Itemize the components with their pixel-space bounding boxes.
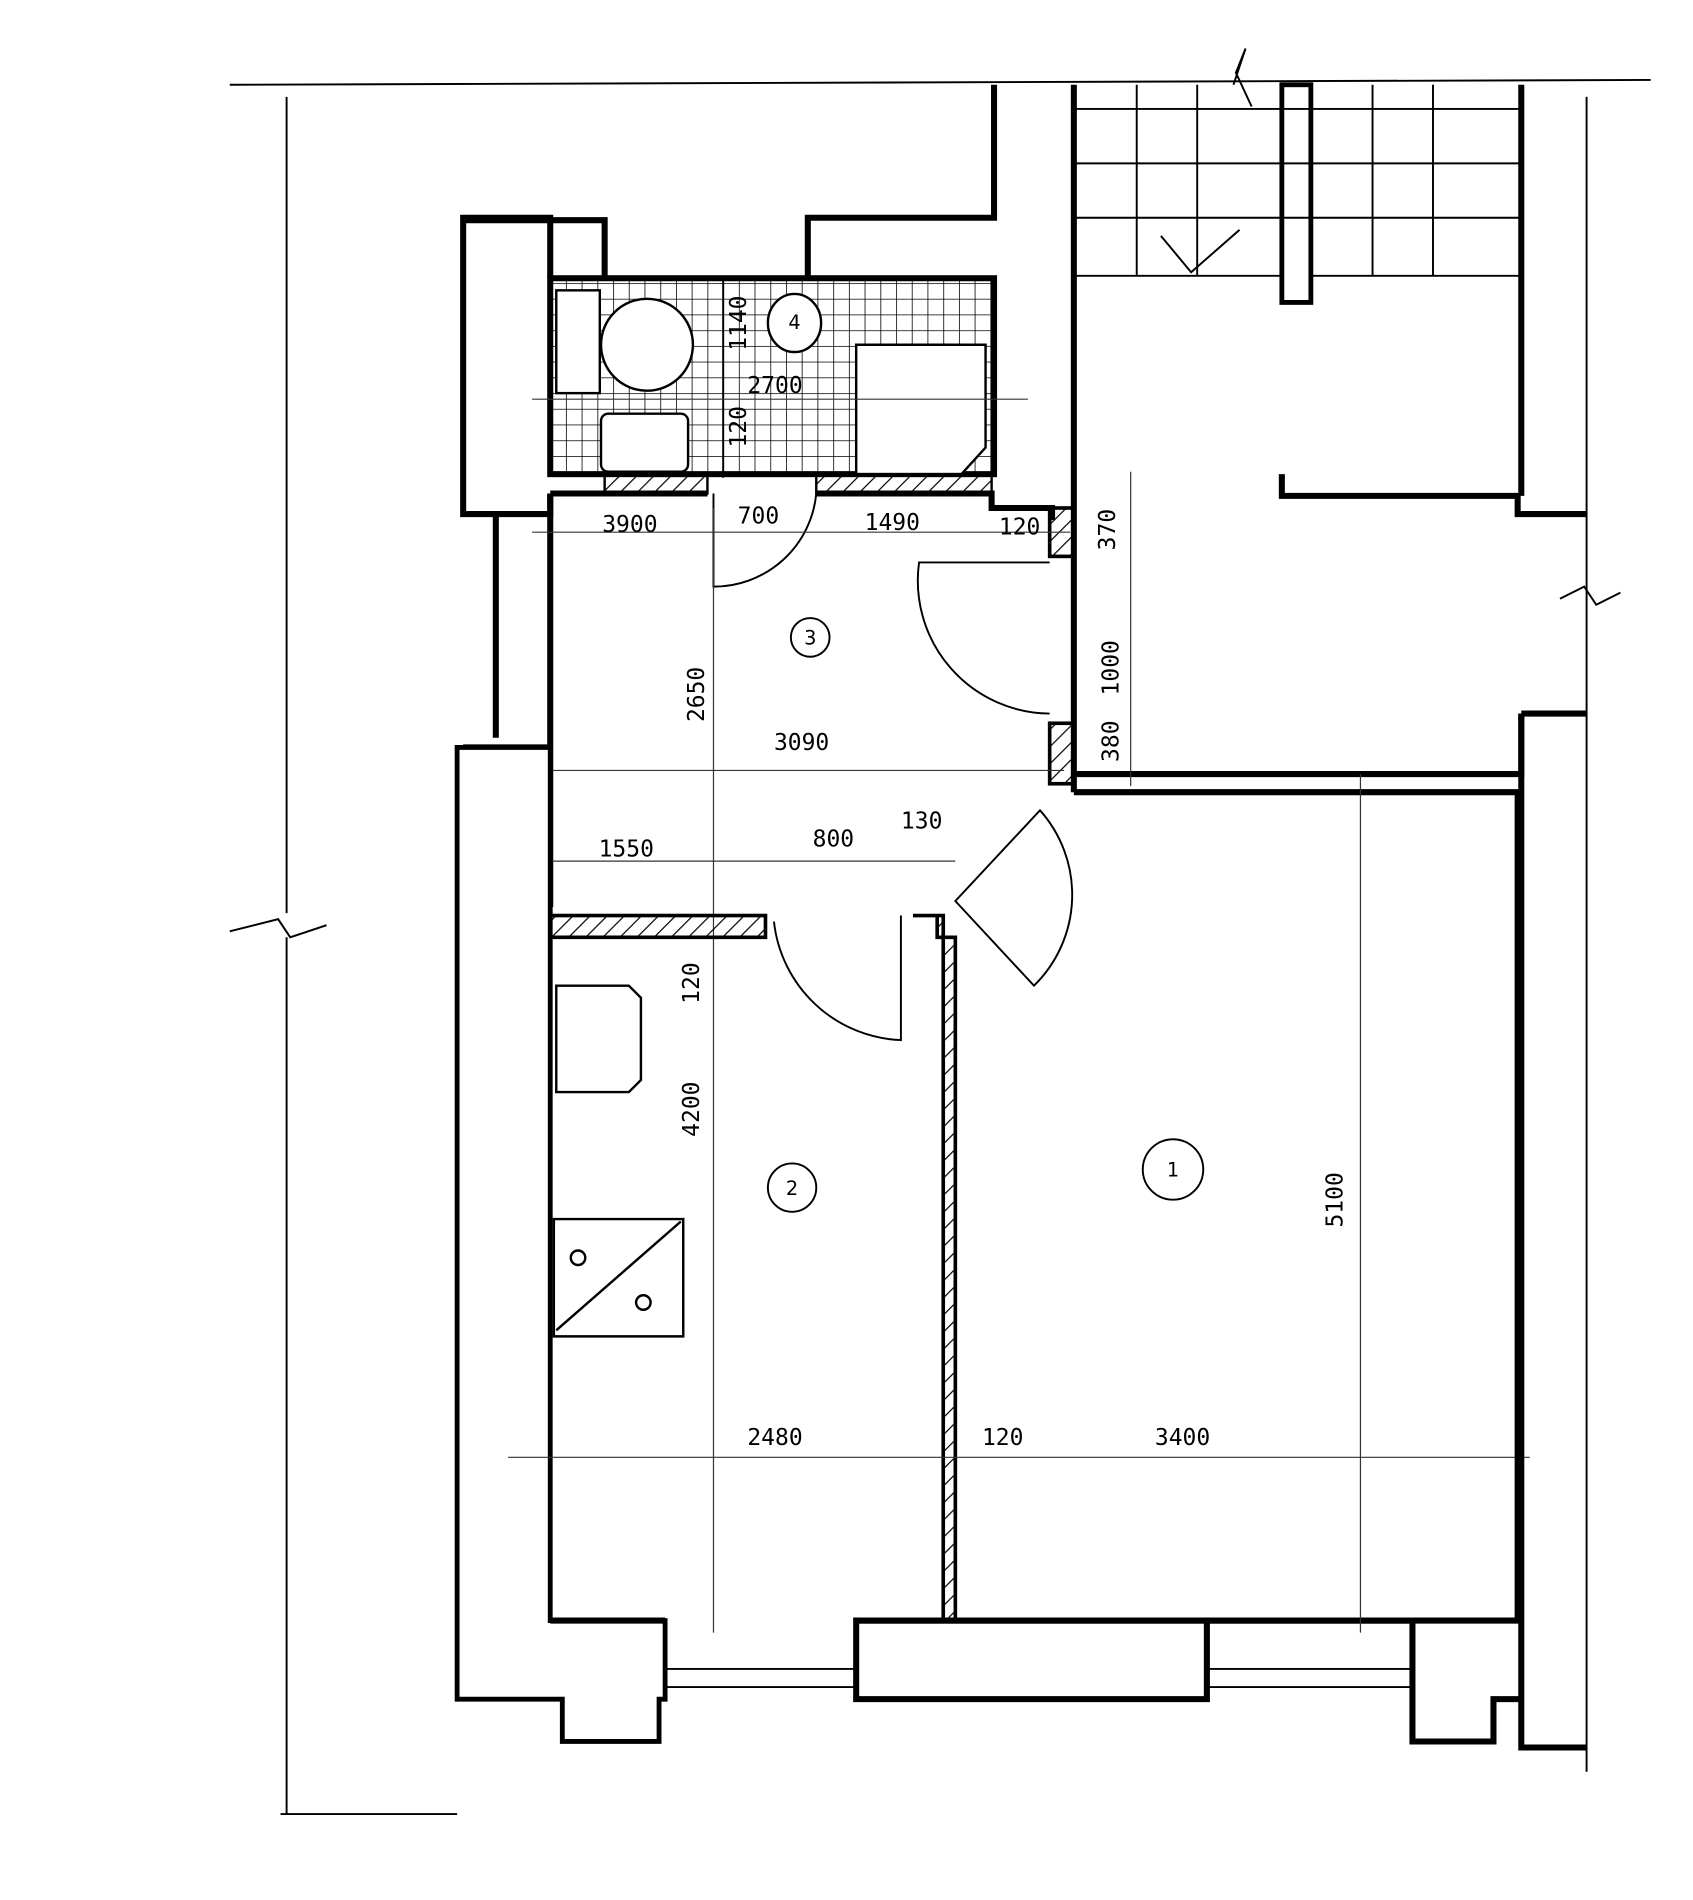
dim-corr-right: 370	[1095, 509, 1121, 550]
stove-icon	[555, 984, 643, 1094]
dim-bath-width: 2700	[747, 373, 802, 399]
shower-icon	[854, 343, 987, 476]
dim-lower-a: 1550	[599, 836, 654, 862]
dim-corr-b: 1490	[865, 510, 920, 536]
dim-entry-door: 1000	[1099, 640, 1125, 695]
kitchen-sink-icon	[552, 1217, 685, 1338]
dim-room2-width: 2480	[747, 1425, 802, 1451]
dim-hall-width: 3090	[774, 730, 829, 756]
room-2: 120 4200 2 2480 120	[454, 745, 1530, 1744]
hall: 3900 700 1490 120 370 2650 3090 1000 380…	[463, 471, 1132, 1633]
dim-lower-jamb: 130	[901, 808, 942, 834]
dim-bath-height: 1140	[726, 295, 752, 350]
room-number-4: 4	[788, 311, 800, 334]
room-number-2: 2	[786, 1177, 798, 1200]
dim-hall-depth: 2650	[684, 667, 710, 722]
dim-room2-wall: 120	[679, 962, 705, 1004]
door-swing-entry	[916, 561, 1050, 715]
room-number-1: 1	[1167, 1159, 1179, 1182]
dim-partition: 120	[982, 1425, 1023, 1451]
room-number-3: 3	[804, 627, 816, 650]
toilet-tank	[555, 289, 602, 395]
dim-entry-jamb: 380	[1099, 720, 1125, 761]
dim-bath-wall: 120	[726, 406, 752, 448]
dim-room1-depth: 5100	[1322, 1172, 1348, 1227]
sink-icon	[599, 412, 690, 473]
dim-corr-a: 3900	[602, 512, 657, 538]
bathroom: 4 2700 1140 120	[460, 214, 1028, 518]
room-1: 5100 3400 1	[550, 713, 1587, 1751]
door-swing-bath	[712, 493, 818, 588]
dim-room2-depth: 4200	[679, 1082, 705, 1137]
toilet-icon	[599, 297, 695, 392]
site-outline	[229, 48, 1651, 1816]
dim-corr-door: 700	[738, 504, 779, 530]
dim-corr-wall: 120	[999, 515, 1040, 541]
staircase	[804, 82, 1587, 793]
dim-room1-width: 3400	[1155, 1425, 1210, 1451]
dim-lower-door: 800	[813, 827, 854, 853]
washbasin-icon	[766, 292, 823, 354]
